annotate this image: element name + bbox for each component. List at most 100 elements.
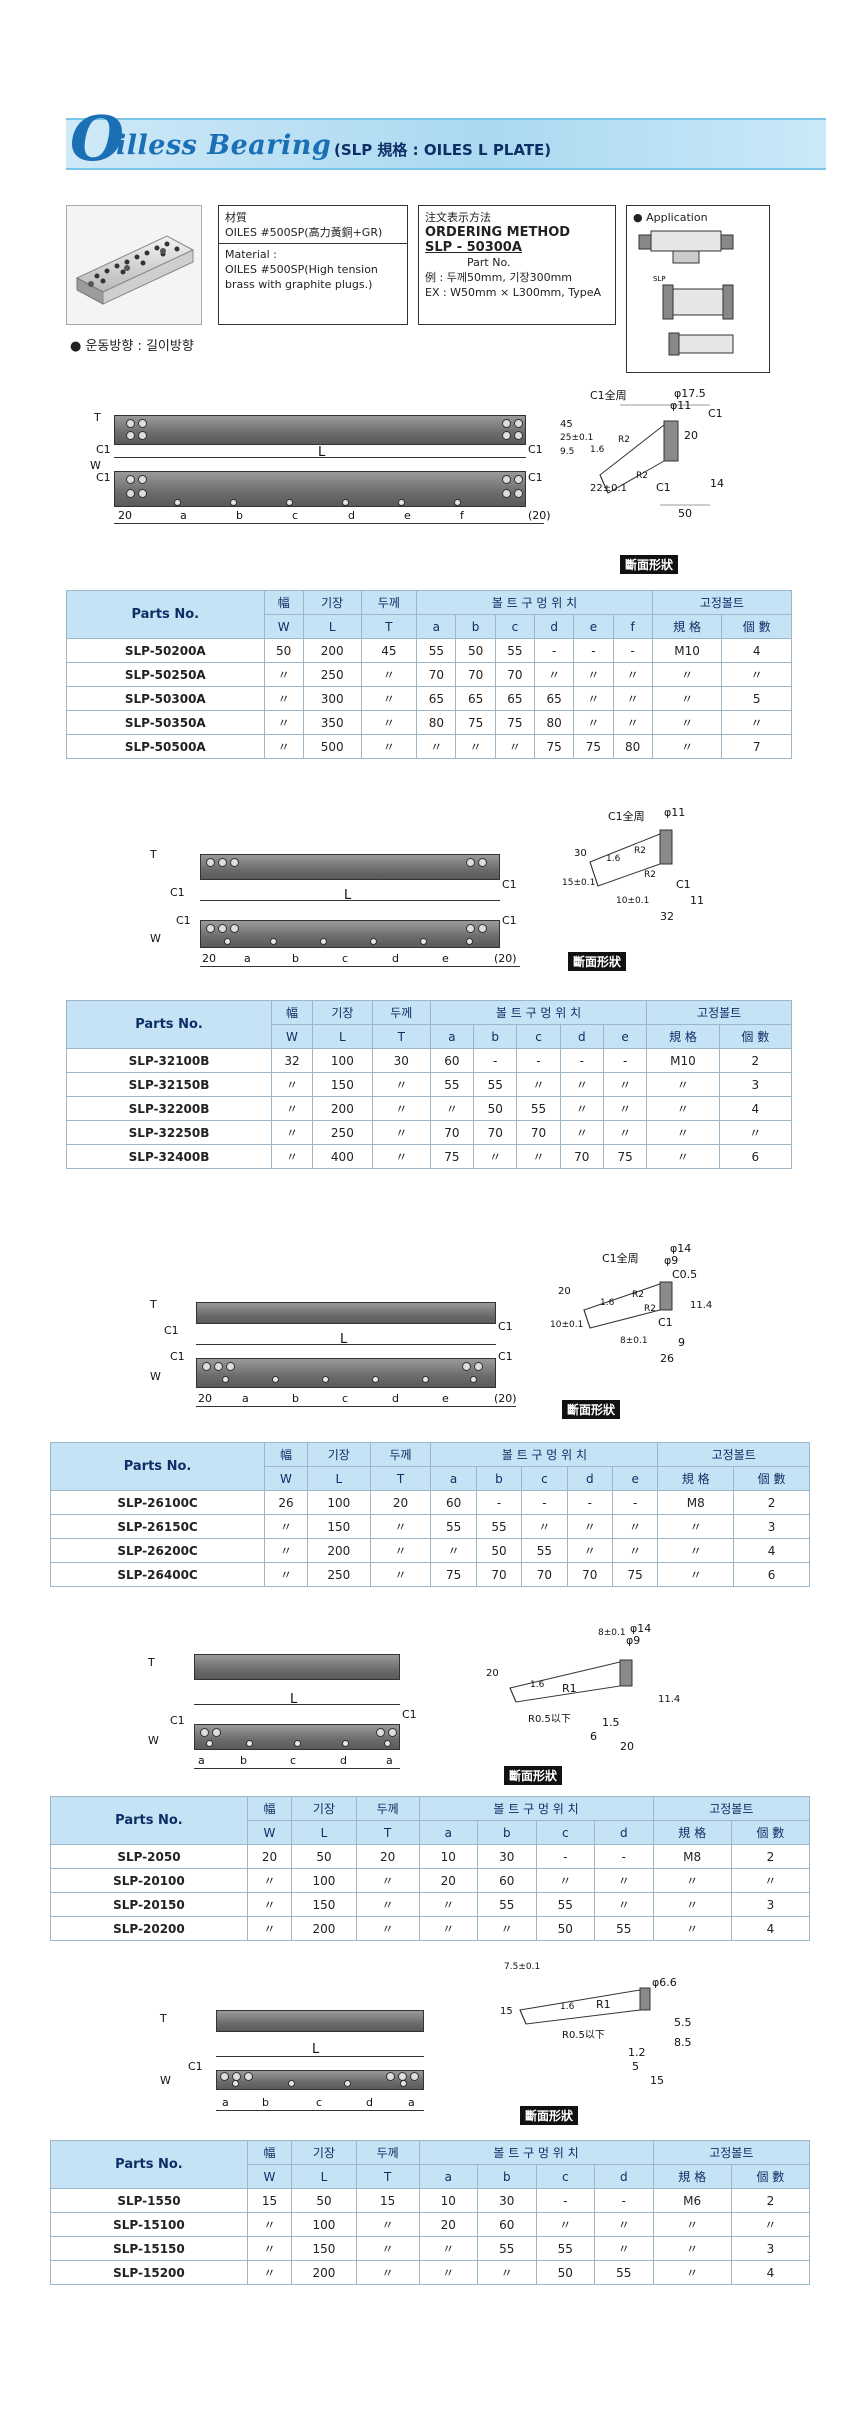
- section-dim: 11.4: [690, 1300, 713, 1311]
- table-cell: 45: [360, 638, 418, 663]
- plug-hole: [502, 489, 511, 498]
- bolt-hole: [206, 1740, 213, 1747]
- table-cell: 100: [306, 1490, 371, 1515]
- table-cell: 75: [494, 710, 536, 735]
- header-qty: 個 數: [733, 1466, 810, 1491]
- table-cell: 〃: [718, 1120, 793, 1145]
- table-cell: 〃: [533, 662, 575, 687]
- cross-section-15: φ6.6 7.5±0.1 15 R1 1.6 R0.5以下 5.5 8.5 1.…: [490, 1960, 710, 2110]
- dim-seg: a: [244, 952, 251, 965]
- plug-hole: [202, 1362, 211, 1371]
- table-cell: 65: [533, 686, 575, 711]
- table-cell: 55: [516, 1096, 561, 1121]
- header-length: 기장: [306, 1442, 371, 1467]
- table-cell: 15: [355, 2188, 420, 2213]
- plug-hole: [230, 924, 239, 933]
- table-cell: 〃: [559, 1096, 604, 1121]
- table-cell: 7: [721, 734, 792, 759]
- header-spec: 規 格: [652, 1820, 732, 1845]
- table-cell: 150: [311, 1072, 373, 1097]
- bolt-hole: [398, 499, 405, 506]
- header-col: a: [430, 1466, 477, 1491]
- length-dimline: [200, 900, 500, 901]
- section-dim: 20: [684, 429, 698, 442]
- section-dim: 10±0.1: [550, 1320, 584, 1330]
- table-cell: 〃: [646, 1072, 720, 1097]
- section-dim: 1.6: [606, 854, 621, 864]
- ordering-example-jp: 例 : 두께50mm, 기장300mm: [425, 271, 573, 284]
- table-cell: 75: [455, 710, 496, 735]
- section-dim: C1: [676, 878, 691, 891]
- plug-hole: [514, 489, 523, 498]
- header-col: e: [611, 1466, 659, 1491]
- dim-seg: d: [366, 2096, 373, 2109]
- header-w: W: [263, 614, 304, 639]
- section-dim: R1: [596, 1998, 611, 2011]
- cross-section-b: φ11 C1全周 30 15±0.1 R2 1.6 R2 C1 11 10±0.…: [560, 800, 740, 950]
- section-label: 斷面形狀: [562, 1400, 621, 1419]
- header-col: b: [473, 1024, 518, 1049]
- dim-seg: b: [236, 509, 243, 522]
- section-dim: C1全周: [602, 1252, 639, 1265]
- plug-hole: [462, 1362, 471, 1371]
- header-col: c: [535, 2164, 596, 2189]
- application-diagram: SLP: [638, 230, 734, 356]
- table-cell: SLP-50250A: [66, 662, 265, 687]
- material-line2: Material :: [225, 248, 277, 261]
- drawing-type-c: T W C1 C1 L C1 C1 20 a b c d e (20) φ14 …: [0, 1240, 860, 1430]
- table-cell: 55: [535, 2236, 596, 2261]
- table-cell: 〃: [246, 2212, 293, 2237]
- bolt-hole: [320, 938, 327, 945]
- header-col: a: [429, 1024, 475, 1049]
- table-cell: SLP-32250B: [65, 1120, 273, 1145]
- table-cell: 〃: [594, 1892, 654, 1917]
- plug-hole: [220, 2072, 229, 2081]
- product-photo: [66, 205, 202, 325]
- section-dim: φ9: [626, 1634, 641, 1647]
- table-cell: 〃: [646, 1096, 720, 1121]
- bolt-hole: [342, 499, 349, 506]
- table-cell: 55: [475, 1514, 523, 1539]
- section-dim: 1.6: [560, 2002, 575, 2012]
- header-col: c: [521, 1466, 568, 1491]
- c1-label: C1: [188, 2060, 203, 2073]
- dim-seg: a: [242, 1392, 249, 1405]
- table-cell: 70: [521, 1562, 568, 1587]
- plug-hole: [388, 1728, 397, 1737]
- table-cell: 250: [311, 1120, 373, 1145]
- header-l: L: [291, 1820, 357, 1845]
- section-dim: R0.5以下: [528, 1714, 571, 1725]
- dim-seg: e: [404, 509, 411, 522]
- table-cell: 〃: [271, 1144, 313, 1169]
- dim-seg: c: [292, 509, 299, 522]
- table-cell: 80: [533, 710, 575, 735]
- table-cell: 55: [521, 1538, 568, 1563]
- table-cell: 3: [718, 1072, 793, 1097]
- table-cell: 20: [246, 1844, 293, 1869]
- table-cell: 75: [602, 1144, 648, 1169]
- section-dim: 32: [660, 910, 674, 923]
- table-cell: 〃: [602, 1072, 648, 1097]
- plate-top-view: [196, 1358, 496, 1388]
- table-cell: SLP-15200: [50, 2260, 248, 2285]
- plug-hole: [230, 858, 239, 867]
- header-qty: 個 數: [730, 1820, 811, 1845]
- table-cell: 〃: [594, 2212, 654, 2237]
- header-col: e: [602, 1024, 648, 1049]
- section-dim: C1: [708, 407, 723, 420]
- header-width: 幅: [271, 1000, 313, 1025]
- table-cell: 60: [429, 1048, 475, 1073]
- dim-w: W: [148, 1734, 159, 1747]
- dim-t: T: [148, 1656, 155, 1669]
- section-dim: 1.6: [600, 1298, 615, 1308]
- section-dim: C1全周: [590, 389, 627, 402]
- bolt-hole: [422, 1376, 429, 1383]
- header-col: b: [475, 1466, 523, 1491]
- header-parts-no: Parts No.: [50, 1796, 248, 1845]
- plug-hole: [212, 1728, 221, 1737]
- table-cell: 〃: [473, 1144, 518, 1169]
- table-cell: SLP-1550: [50, 2188, 248, 2213]
- table-cell: 〃: [521, 1514, 568, 1539]
